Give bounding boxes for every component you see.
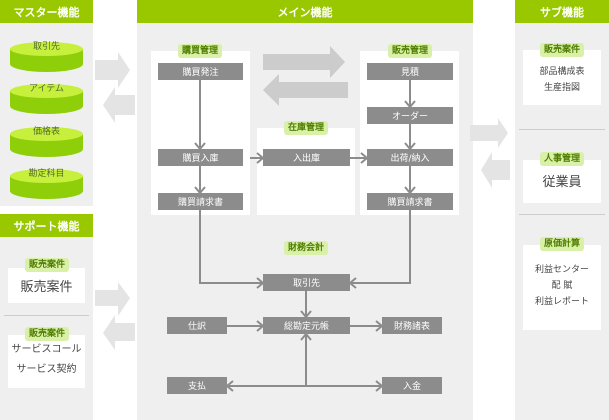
sub-box: 部品構成表生産指図	[523, 50, 601, 105]
receipt-box[interactable]: 入金	[382, 377, 442, 394]
sales-tag: 販売管理	[387, 44, 433, 58]
divider	[519, 129, 605, 130]
sub-tag: 販売案件	[539, 43, 585, 57]
master-item-label: 勘定科目	[28, 169, 65, 179]
arrow-left-icon	[103, 87, 135, 123]
master-item-database[interactable]: アイテム	[10, 84, 83, 114]
sub-tag: 原価計算	[539, 237, 585, 251]
delivery-box[interactable]: 出荷/納入	[367, 149, 453, 166]
support-line: 販売案件	[20, 280, 73, 295]
arrow-left-icon	[103, 315, 135, 350]
inventory-tag: 在庫管理	[283, 121, 329, 135]
quotation-box[interactable]: 見積	[367, 63, 453, 80]
business-partner-box[interactable]: 取引先	[263, 274, 350, 291]
payment-box[interactable]: 支払	[167, 377, 227, 394]
sub-box: 利益センター配 賦利益レポート	[523, 245, 601, 330]
master-item-database[interactable]: 勘定科目	[10, 169, 83, 199]
support-tag: 販売案件	[24, 258, 70, 272]
purchasing-tag: 購買管理	[177, 44, 223, 58]
sub-line: 部品構成表	[539, 67, 585, 77]
sub-line: 利益レポート	[534, 297, 589, 307]
support-tag: 販売案件	[24, 327, 70, 341]
transfer-arrows	[95, 52, 510, 350]
order-box[interactable]: オーダー	[367, 107, 453, 124]
general-ledger-box[interactable]: 総勘定元帳	[263, 317, 350, 334]
finance-tag: 財務会計	[283, 241, 329, 255]
support-box: 販売案件	[8, 268, 85, 303]
arrow-left-icon	[263, 74, 348, 106]
purchase-order-box[interactable]: 購買発注	[158, 63, 243, 80]
arrow-left-icon	[481, 152, 510, 188]
purchase-invoice-box[interactable]: 購買請求書	[158, 193, 243, 210]
master-item-database[interactable]: 取引先	[10, 42, 83, 72]
master-item-label: アイテム	[28, 84, 65, 94]
financial-statements-box[interactable]: 財務諸表	[382, 317, 442, 334]
support-box: サービスコールサービス契約	[8, 335, 85, 388]
sales-invoice-box[interactable]: 購買請求書	[367, 193, 453, 210]
divider	[519, 214, 605, 215]
main-header: メイン機能	[137, 0, 473, 23]
arrow-right-icon	[263, 46, 345, 78]
journal-box[interactable]: 仕訳	[167, 317, 227, 334]
sub-box: 従業員	[523, 160, 601, 203]
sub-header: サブ機能	[515, 0, 609, 23]
master-item-label: 価格表	[32, 127, 60, 137]
support-header: サポート機能	[0, 214, 93, 237]
divider	[4, 315, 89, 316]
support-line: サービスコール	[11, 344, 82, 355]
master-item-database[interactable]: 価格表	[10, 127, 83, 157]
support-line: サービス契約	[16, 364, 77, 375]
arrow-right-icon	[95, 282, 130, 316]
arrow-right-icon	[470, 118, 508, 148]
sub-line: 生産指図	[543, 83, 580, 93]
sub-line: 従業員	[542, 175, 582, 190]
sub-line: 配 賦	[551, 281, 573, 291]
master-item-label: 取引先	[32, 42, 60, 52]
sub-line: 利益センター	[534, 265, 589, 275]
stock-movement-box[interactable]: 入出庫	[263, 149, 350, 166]
arrow-right-icon	[95, 52, 130, 88]
sub-tag: 人事管理	[539, 152, 585, 166]
inventory-panel	[257, 128, 355, 215]
purchase-receipt-box[interactable]: 購買入庫	[158, 149, 243, 166]
master-header: マスター機能	[0, 0, 93, 23]
